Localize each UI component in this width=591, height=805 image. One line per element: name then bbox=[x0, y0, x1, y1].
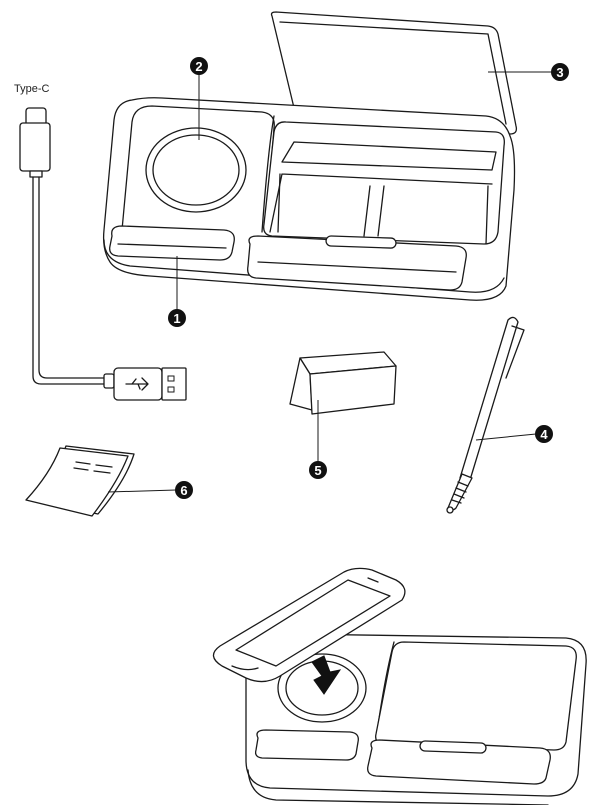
closed-tray-notch bbox=[419, 740, 487, 754]
charging-case-closed bbox=[245, 633, 587, 805]
callout-4: 4 bbox=[535, 425, 553, 443]
down-arrow-icon bbox=[311, 655, 342, 695]
wireless-charging-pad bbox=[152, 134, 240, 206]
closed-storage-lid bbox=[375, 641, 577, 751]
cable-label: Type-C bbox=[14, 83, 50, 95]
pen-grip bbox=[447, 473, 473, 511]
callout-3: 3 bbox=[551, 63, 569, 81]
callout-number: 6 bbox=[180, 483, 187, 498]
callout-2: 2 bbox=[190, 57, 208, 75]
phone-home-button bbox=[231, 665, 259, 671]
manual-front-sheet bbox=[25, 447, 129, 517]
eraser-block bbox=[289, 351, 397, 415]
lid-inner-edge bbox=[279, 21, 507, 125]
cable-wire-a bbox=[32, 176, 111, 385]
right-tray bbox=[247, 235, 467, 291]
leader-4 bbox=[475, 433, 537, 441]
callout-5: 5 bbox=[309, 461, 327, 479]
left-tray-inner bbox=[117, 243, 227, 249]
case-divider bbox=[261, 115, 275, 233]
left-tray bbox=[109, 225, 235, 261]
tray-finger-notch bbox=[325, 235, 397, 249]
callout-number: 1 bbox=[173, 311, 180, 326]
compartment-side-walls bbox=[277, 173, 489, 245]
pen-clip bbox=[505, 325, 525, 379]
closed-right-tray bbox=[367, 739, 551, 785]
manual bbox=[25, 445, 135, 517]
charging-case-open bbox=[102, 11, 518, 301]
pen-grip-texture bbox=[451, 481, 469, 504]
callout-6: 6 bbox=[175, 481, 193, 499]
callout-number: 5 bbox=[314, 463, 321, 478]
phone-body bbox=[212, 567, 406, 683]
usb-icon bbox=[125, 377, 149, 391]
usb-a-strain-relief bbox=[103, 373, 115, 389]
leader-lines bbox=[107, 71, 552, 493]
pen-barrel bbox=[459, 316, 519, 481]
smartphone bbox=[212, 567, 406, 683]
type-c-strain-relief bbox=[29, 170, 43, 178]
callout-number: 2 bbox=[195, 59, 202, 74]
cable-wire-b bbox=[38, 176, 111, 379]
usb-cable: Type-C bbox=[14, 83, 187, 401]
usb-a-connector bbox=[161, 367, 187, 401]
charger-section bbox=[121, 105, 275, 233]
usb-a-pin-hole-1 bbox=[167, 375, 175, 382]
phone-screen bbox=[235, 579, 391, 667]
closed-left-tray bbox=[254, 729, 359, 761]
leader-6 bbox=[107, 489, 177, 493]
compartment-back-wall bbox=[281, 141, 497, 171]
compartment-dividers bbox=[269, 173, 493, 237]
type-c-plug-body bbox=[19, 122, 51, 172]
callout-number: 4 bbox=[540, 427, 548, 442]
pen-tip bbox=[446, 506, 454, 514]
manual-text-lines bbox=[73, 461, 113, 474]
right-tray-inner bbox=[257, 261, 457, 273]
usb-a-pin-hole-2 bbox=[167, 386, 175, 393]
eraser-front bbox=[309, 365, 397, 415]
storage-compartment bbox=[263, 121, 505, 245]
stylus-pen bbox=[446, 316, 525, 514]
phone-speaker bbox=[367, 577, 379, 583]
callout-1: 1 bbox=[168, 309, 186, 327]
closed-case-bottom-edge bbox=[247, 769, 549, 805]
callout-number: 3 bbox=[556, 65, 563, 80]
